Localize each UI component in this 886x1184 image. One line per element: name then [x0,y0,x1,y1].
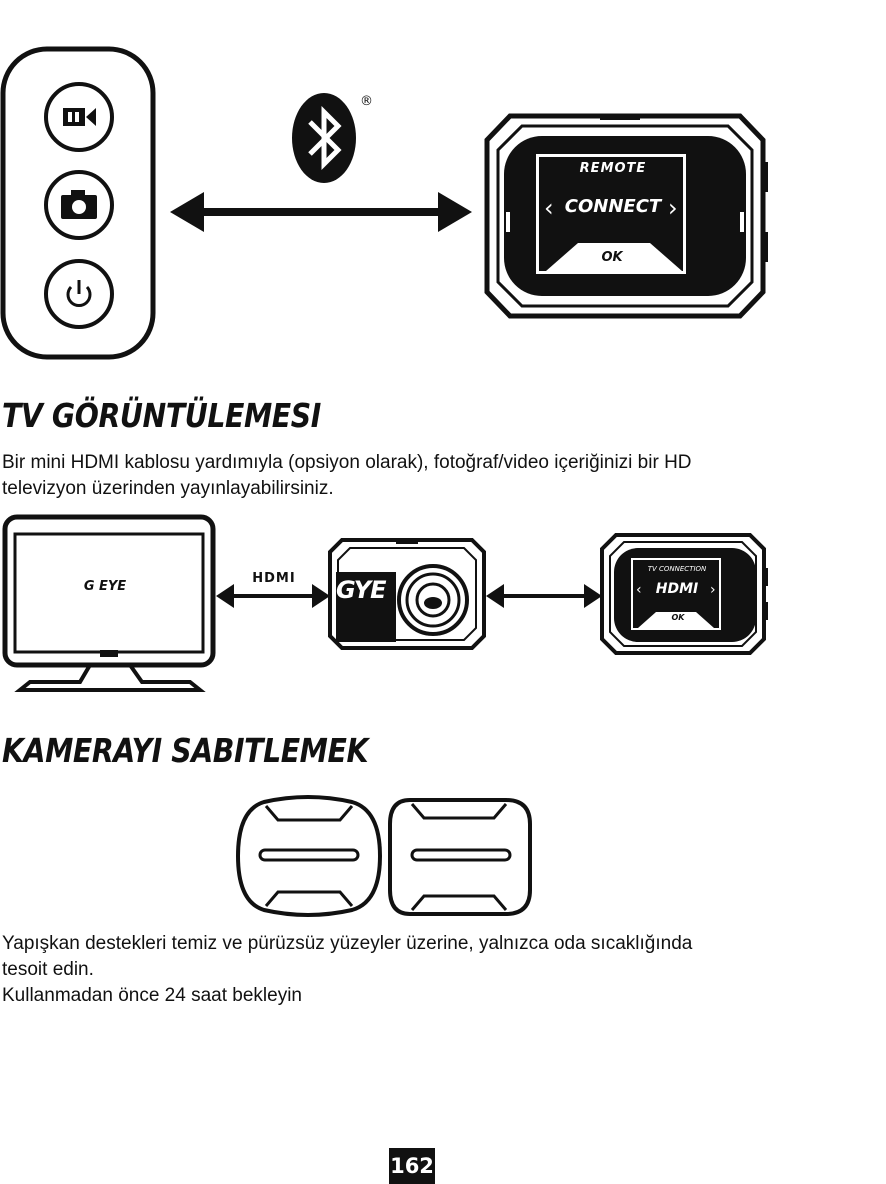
adhesive-mount-flat [388,798,532,916]
chevron-right-icon: › [710,582,716,598]
camera-screen-option: CONNECT [564,196,662,217]
tv-screen-logo: G EYE [83,579,127,594]
mount-paragraph-line1: Yapışkan destekleri temiz ve pürüzsüz yü… [2,933,693,954]
camera-screen-ok: OK [601,250,623,265]
connection-arrow [170,192,472,232]
mount-paragraph-line2: tesoit edin. [2,959,94,980]
hdmi-cable-label: HDMI [252,571,296,586]
hdmi-arrow [216,584,330,608]
chevron-right-icon: › [668,194,678,222]
camera-screen-title: REMOTE [579,161,647,176]
bluetooth-icon [290,92,366,193]
tv-camera-screen-ok: OK [671,613,685,622]
mount-paragraph-line3: Kullanmadan önce 24 saat bekleyin [2,985,302,1006]
tv-paragraph-line1: Bir mini HDMI kablosu yardımıyla (opsiyo… [2,452,692,473]
tv-illustration [2,514,216,692]
chevron-left-icon: ‹ [636,582,642,598]
camera-back-remote [484,113,768,319]
adhesive-mounts [235,795,532,917]
power-icon [44,259,114,329]
remote-control [0,46,156,360]
tv-camera-screen-title: TV CONNECTION [647,565,707,573]
chevron-left-icon: ‹ [544,194,554,222]
page-number: 162 [389,1148,435,1184]
tv-camera-screen-option: HDMI [655,581,699,597]
connection-arrow-2 [486,584,602,608]
photo-camera-icon [44,170,114,240]
registered-mark: ® [360,94,373,109]
mount-heading: KAMERAYI SABITLEMEK [2,731,369,770]
video-camera-icon [44,82,114,152]
adhesive-mount-curved [235,795,383,917]
camera-front [328,538,486,650]
tv-heading: TV GÖRÜNTÜLEMESI [2,396,321,435]
camera-back-tv [600,533,768,655]
camera-front-logo: GYE [336,576,387,604]
tv-paragraph-line2: televizyon üzerinden yayınlayabilirsiniz… [2,478,334,499]
